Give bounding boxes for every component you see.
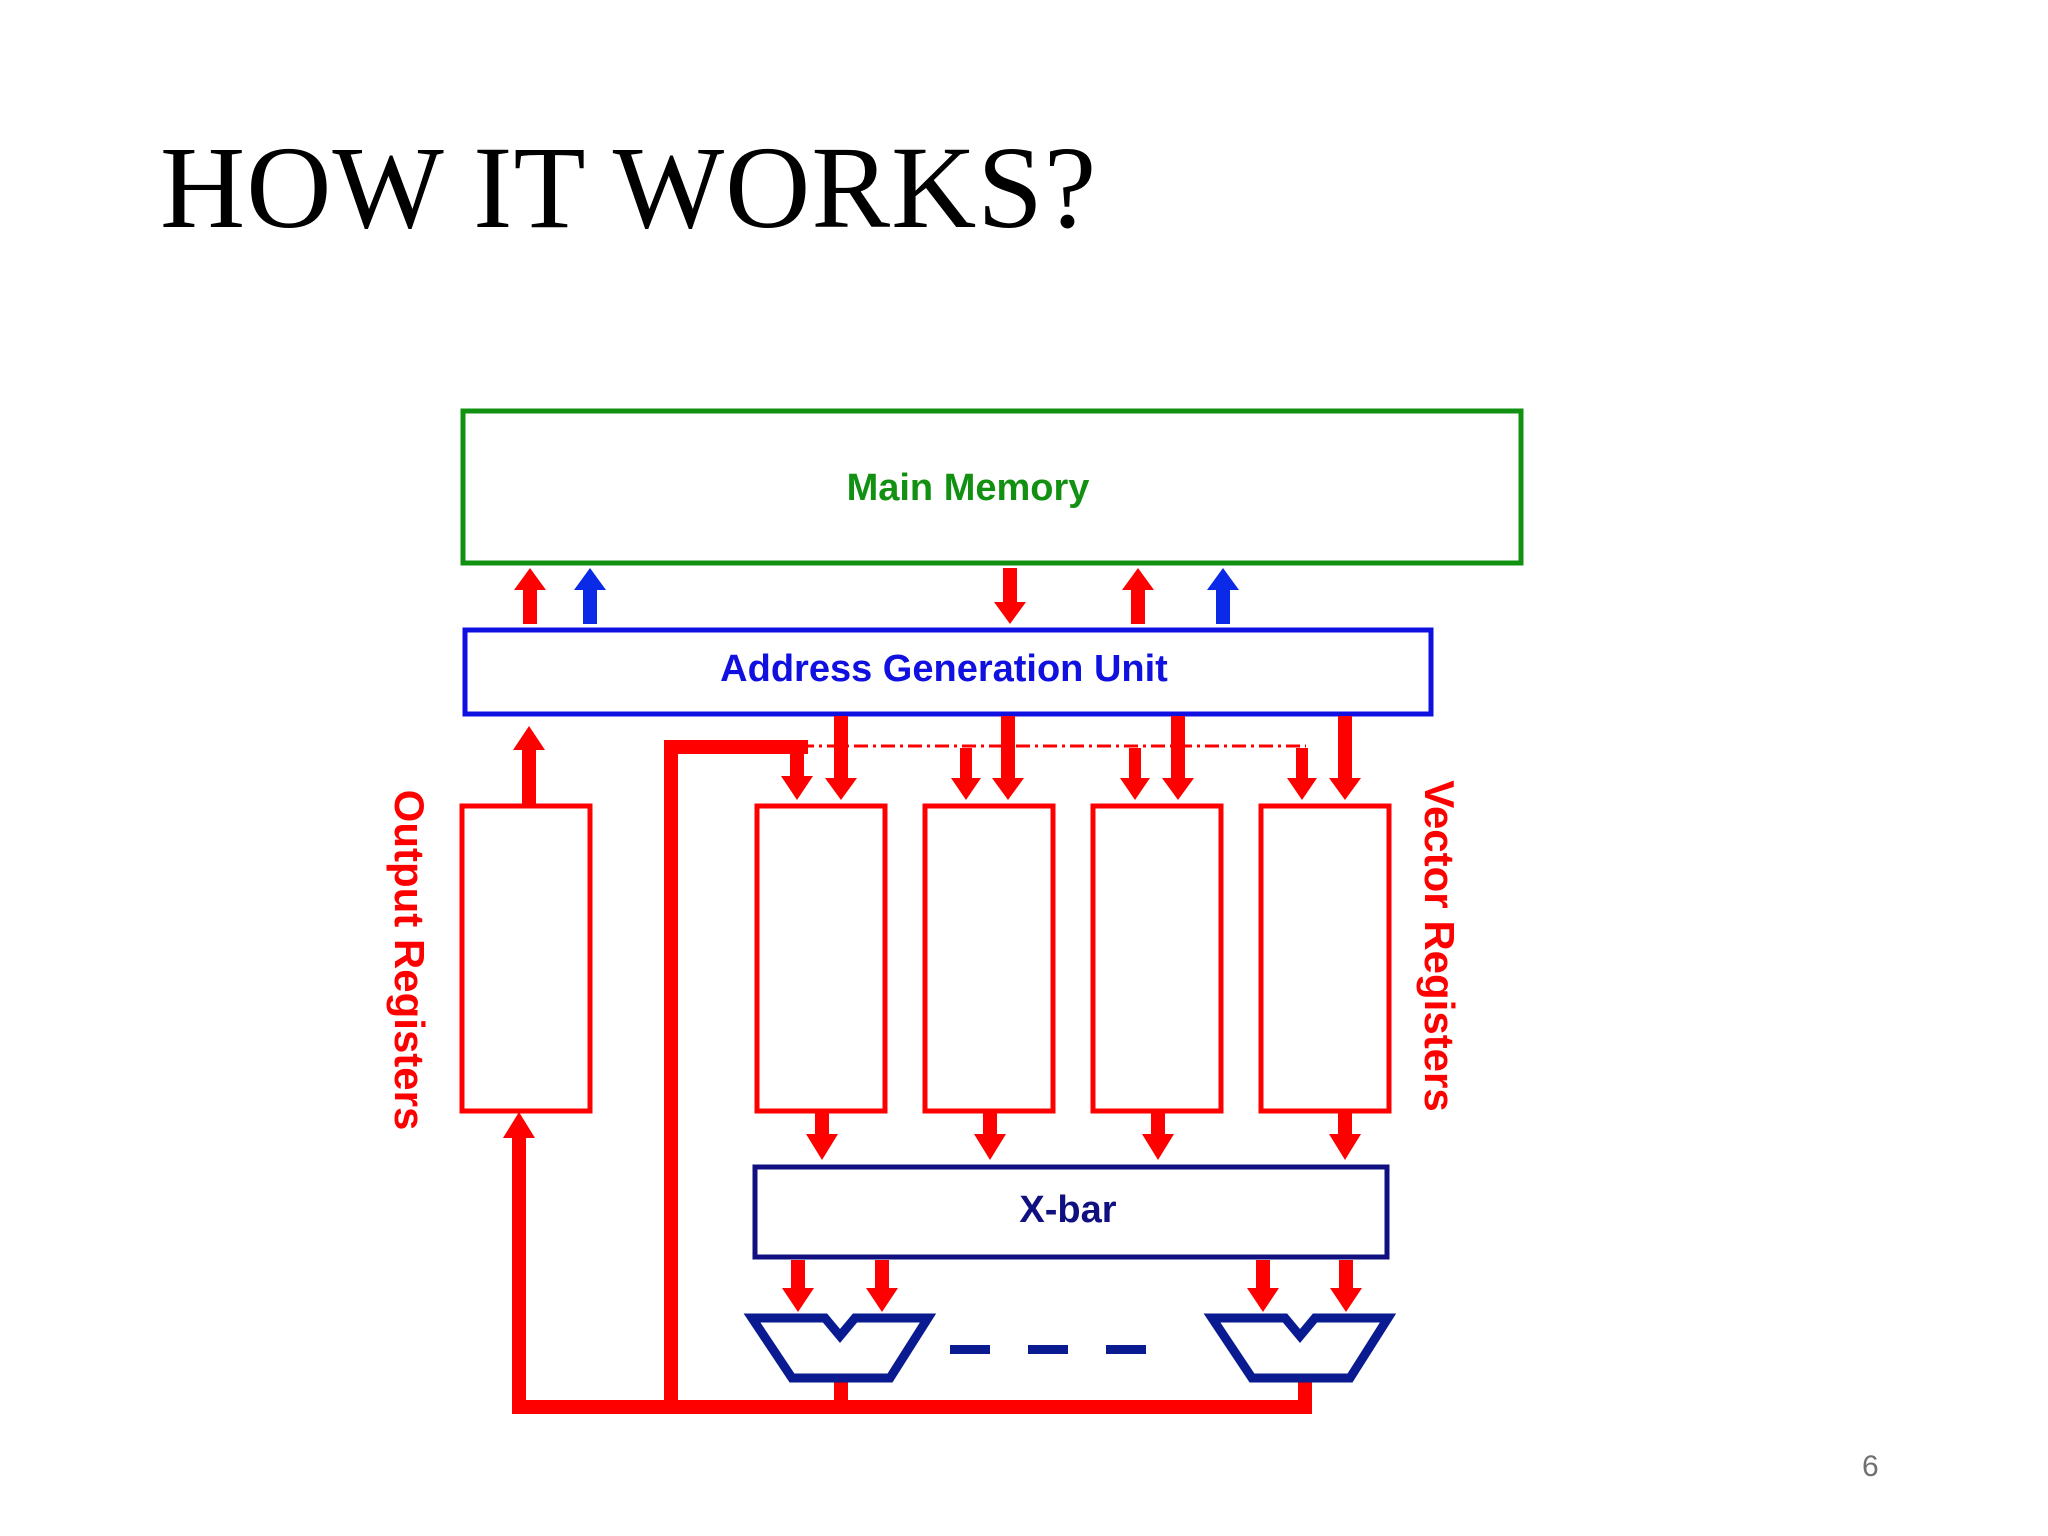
arrow-agu-to-vreg-2 (992, 716, 1024, 800)
arrow-xbar-to-alu-2b (1330, 1260, 1362, 1312)
arrow-memory-to-agu (994, 568, 1026, 624)
arrow-vreg-to-xbar-4 (1329, 1112, 1361, 1160)
alu-2 (1203, 1313, 1397, 1383)
arrow-agu-to-memory-1 (514, 568, 546, 624)
arrow-vreg-to-xbar-1 (806, 1112, 838, 1160)
slide-title: HOW IT WORKS? (160, 122, 1098, 253)
main-memory-label: Main Memory (847, 467, 1090, 509)
arrow-agu-to-memory-store-1 (574, 568, 606, 624)
xbar-box (752, 1164, 1390, 1260)
vector-register-box-1 (754, 803, 888, 1114)
feedback-bus (503, 740, 1312, 1414)
arrow-branch-vreg-4 (1287, 748, 1317, 800)
arrow-agu-to-vreg-3 (1162, 716, 1194, 800)
xbar-label: X-bar (1019, 1189, 1116, 1231)
main-memory-box (460, 408, 1524, 566)
agu-box (462, 627, 1434, 717)
arrow-agu-to-memory-store-2 (1207, 568, 1239, 624)
arrow-vreg-to-xbar-2 (974, 1112, 1006, 1160)
arrow-agu-to-vreg-1 (825, 716, 857, 800)
arrow-xbar-to-alu-2a (1247, 1260, 1279, 1312)
vector-registers-label: Vector Registers (1416, 780, 1463, 1112)
arrow-branch-vreg-3 (1120, 748, 1150, 800)
vector-register-box-3 (1090, 803, 1224, 1114)
arrow-vreg-to-xbar-3 (1142, 1112, 1174, 1160)
vector-register-box-4 (1258, 803, 1392, 1114)
arrow-xbar-to-alu-1b (866, 1260, 898, 1312)
page-number: 6 (1862, 1450, 1879, 1483)
alu-ellipsis-dashes (950, 1345, 1146, 1354)
arrow-agu-to-vreg-4 (1329, 716, 1361, 800)
vector-register-box-2 (922, 803, 1056, 1114)
arrow-xbar-to-alu-1a (782, 1260, 814, 1312)
arrow-output-to-agu (513, 726, 545, 804)
alu-1 (743, 1313, 937, 1383)
arrow-agu-to-memory-2 (1122, 568, 1154, 624)
arrow-branch-vreg-2 (951, 748, 981, 800)
output-registers-label: Output Registers (386, 790, 433, 1131)
output-register-box (459, 803, 593, 1114)
agu-label: Address Generation Unit (720, 648, 1168, 690)
